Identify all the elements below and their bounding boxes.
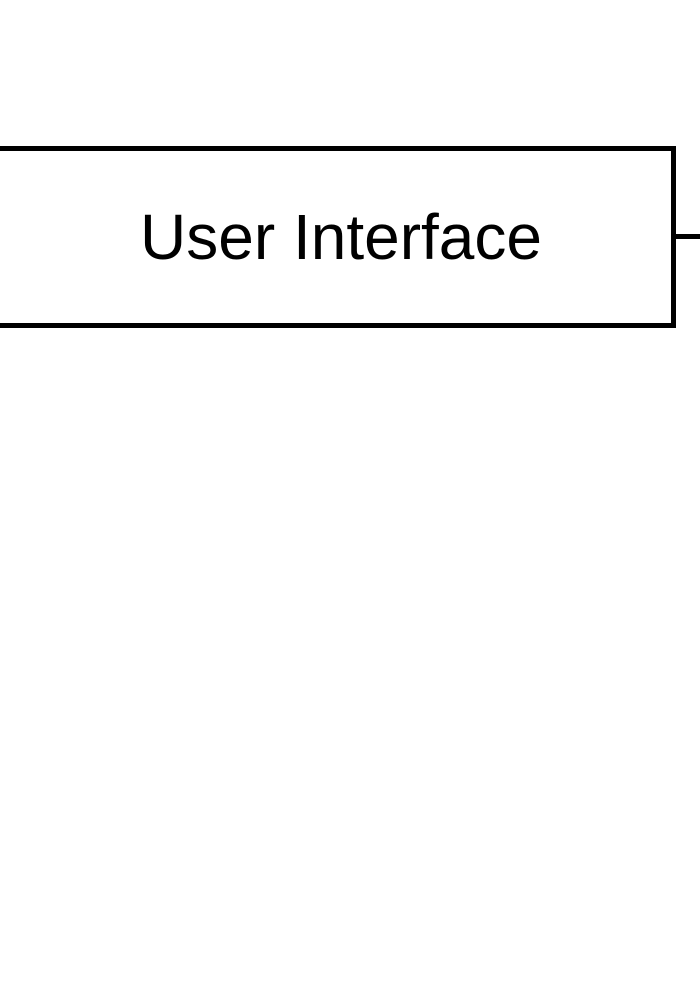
user-interface-node: User Interface <box>0 146 676 328</box>
connector-edge <box>676 234 700 239</box>
user-interface-label: User Interface <box>140 201 542 273</box>
